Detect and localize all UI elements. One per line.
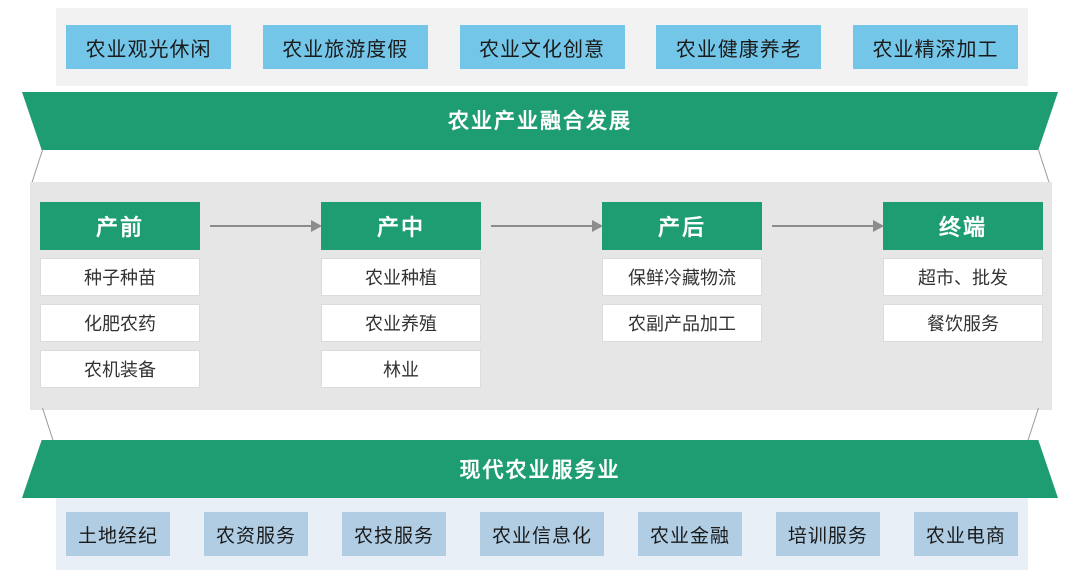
bottom-chip-0[interactable]: 土地经纪 [66,512,171,556]
stage-1-item-0-label: 农业种植 [365,268,437,288]
stage-head-3-label: 终端 [938,215,987,240]
stage-2-item-1[interactable]: 农副产品加工 [602,304,762,342]
top-chip-1-label: 农业旅游度假 [282,38,409,61]
stage-2-item-0[interactable]: 保鲜冷藏物流 [602,258,762,296]
stage-column-1: 产中 农业种植 农业养殖 林业 [321,202,481,388]
bottom-chip-row: 土地经纪 农资服务 农技服务 农业信息化 农业金融 培训服务 农业电商 [56,498,1028,570]
top-chip-3[interactable]: 农业健康养老 [656,25,822,69]
banner-modern-agri-services: 现代农业服务业 [22,440,1058,498]
stage-2-item-0-label: 保鲜冷藏物流 [628,268,736,288]
stage-column-0: 产前 种子种苗 化肥农药 农机装备 [40,202,200,388]
bottom-chip-3[interactable]: 农业信息化 [479,512,604,556]
banner-modern-agri-services-label: 现代农业服务业 [459,459,621,482]
guide-line-bottom-left [42,407,55,443]
stage-3-item-0[interactable]: 超市、批发 [883,258,1043,296]
stage-0-item-0-label: 种子种苗 [84,268,156,288]
stage-1-item-0[interactable]: 农业种植 [321,258,481,296]
top-chip-4[interactable]: 农业精深加工 [853,25,1018,69]
stage-head-1[interactable]: 产中 [321,202,481,250]
stage-3-item-0-label: 超市、批发 [918,268,1008,288]
arrow-shaft [772,225,873,227]
top-chip-2[interactable]: 农业文化创意 [459,25,625,69]
arrow-head-icon [311,220,322,232]
bottom-chip-4[interactable]: 农业金融 [637,512,742,556]
stage-2-item-1-label: 农副产品加工 [628,314,736,334]
stage-head-0-label: 产前 [95,215,144,240]
bottom-chip-5[interactable]: 培训服务 [775,512,880,556]
stage-1-item-1-label: 农业养殖 [365,314,437,334]
top-chip-2-label: 农业文化创意 [479,38,605,61]
stage-3-item-1-label: 餐饮服务 [927,314,999,334]
top-chip-0-label: 农业观光休闲 [85,38,212,61]
stage-0-item-2[interactable]: 农机装备 [40,350,200,388]
bottom-chip-5-label: 培训服务 [787,525,868,547]
stage-column-2: 产后 保鲜冷藏物流 农副产品加工 [602,202,762,342]
arrow-head-icon [873,220,884,232]
stage-0-item-1[interactable]: 化肥农药 [40,304,200,342]
arrow-shaft [491,225,592,227]
stage-head-2[interactable]: 产后 [602,202,762,250]
top-chip-0[interactable]: 农业观光休闲 [66,25,231,69]
stage-1-item-2[interactable]: 林业 [321,350,481,388]
stage-0-item-2-label: 农机装备 [84,360,156,380]
top-chip-4-label: 农业精深加工 [872,38,999,61]
stage-column-3: 终端 超市、批发 餐饮服务 [883,202,1043,342]
arrow-stage-2-to-3 [772,220,884,232]
banner-industry-integration-label: 农业产业融合发展 [448,110,632,133]
bottom-chip-2[interactable]: 农技服务 [341,512,446,556]
top-chip-1[interactable]: 农业旅游度假 [262,25,428,69]
bottom-chip-6-label: 农业电商 [925,525,1006,547]
stage-head-1-label: 产中 [376,215,425,240]
guide-line-top-right [1038,149,1051,185]
bottom-chip-1[interactable]: 农资服务 [203,512,308,556]
value-chain-columns: 产前 种子种苗 化肥农药 农机装备 产中 农业种植 农业养殖 [30,182,1052,410]
stage-head-2-label: 产后 [657,215,706,240]
bottom-chip-2-label: 农技服务 [353,525,434,547]
bottom-chip-4-label: 农业金融 [649,525,730,547]
arrow-head-icon [592,220,603,232]
bottom-chip-3-label: 农业信息化 [491,525,592,547]
stage-0-item-0[interactable]: 种子种苗 [40,258,200,296]
stage-3-item-1[interactable]: 餐饮服务 [883,304,1043,342]
stage-0-item-1-label: 化肥农药 [84,314,156,334]
top-chip-3-label: 农业健康养老 [675,38,802,61]
bottom-chip-1-label: 农资服务 [215,525,296,547]
arrow-stage-1-to-2 [491,220,603,232]
bottom-chip-0-label: 土地经纪 [78,525,159,547]
guide-line-bottom-right [1026,407,1039,443]
arrow-stage-0-to-1 [210,220,322,232]
stage-1-item-2-label: 林业 [383,360,419,380]
stage-1-item-1[interactable]: 农业养殖 [321,304,481,342]
stage-head-3[interactable]: 终端 [883,202,1043,250]
bottom-chip-6[interactable]: 农业电商 [913,512,1018,556]
arrow-shaft [210,225,311,227]
top-chip-row: 农业观光休闲 农业旅游度假 农业文化创意 农业健康养老 农业精深加工 [56,8,1028,86]
stage-head-0[interactable]: 产前 [40,202,200,250]
banner-industry-integration: 农业产业融合发展 [22,92,1058,150]
guide-line-top-left [30,149,43,185]
